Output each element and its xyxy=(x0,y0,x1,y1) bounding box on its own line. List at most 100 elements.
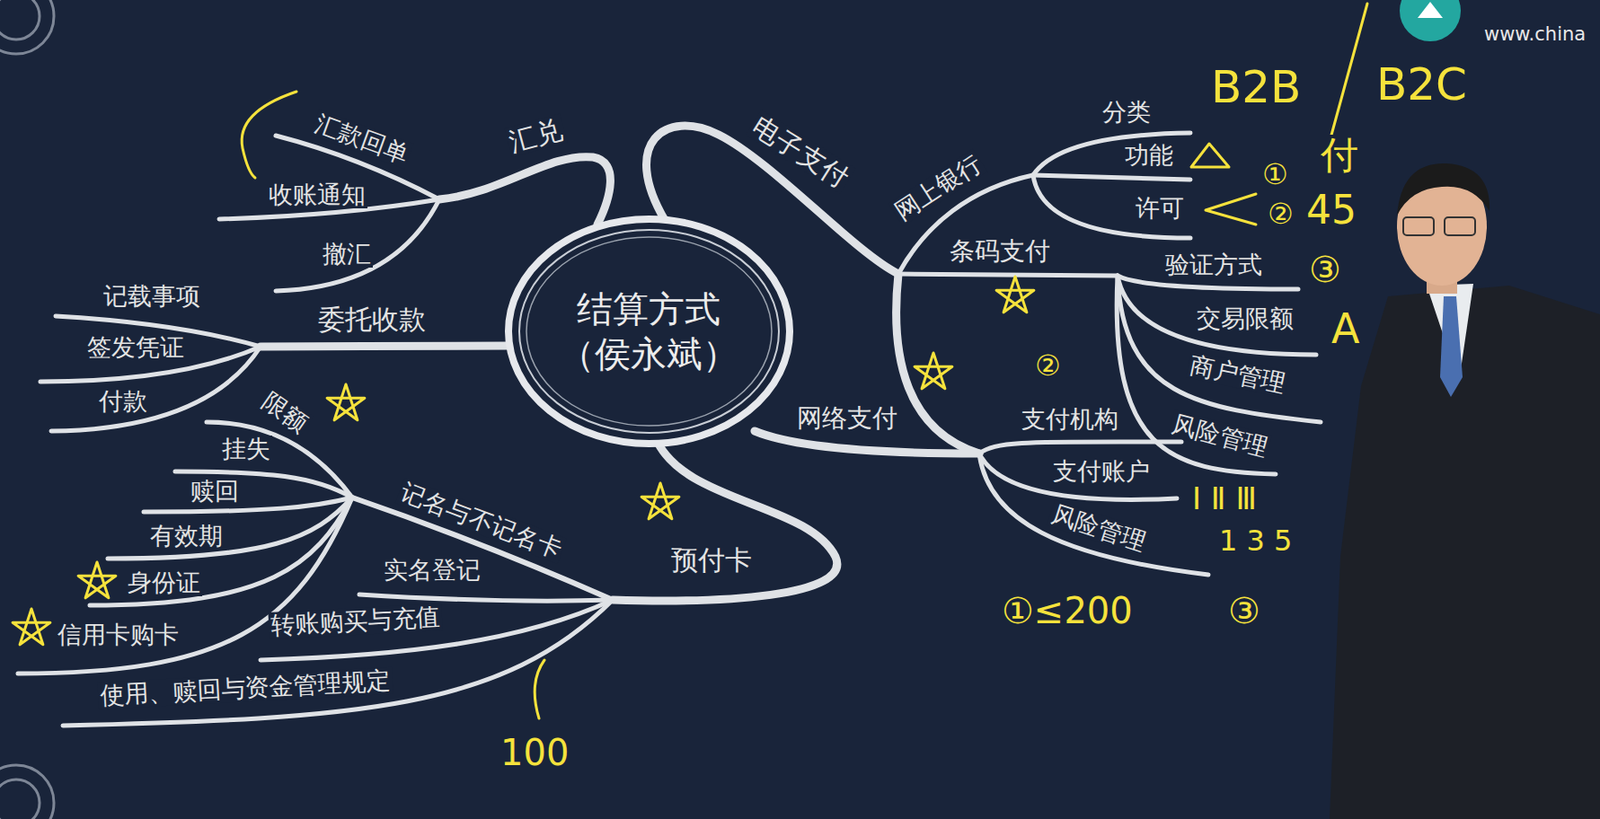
presenter-glasses xyxy=(1403,217,1434,236)
triangle-mark xyxy=(1191,143,1229,168)
star-mark xyxy=(78,562,116,599)
branch-line xyxy=(260,600,613,661)
branch-label: 委托收款 xyxy=(316,304,428,335)
branch-label: 赎回 xyxy=(188,477,241,505)
branch-label: 电子支付 xyxy=(745,109,857,195)
branch-line xyxy=(1117,275,1317,355)
star-mark xyxy=(327,384,365,421)
presenter-tie xyxy=(1440,296,1463,398)
handwritten-note: 付 xyxy=(1318,134,1361,177)
branch-line xyxy=(979,441,1182,454)
branch-label: 交易限额 xyxy=(1194,305,1296,333)
logo-mark xyxy=(1417,1,1443,18)
branch-label: 功能 xyxy=(1122,141,1176,169)
branch-label: 验证方式 xyxy=(1163,251,1265,279)
branch-label: 转账购买与充值 xyxy=(267,603,442,640)
handwritten-note: 100 xyxy=(498,733,571,773)
oval-ring xyxy=(526,237,772,426)
branch-label: 网络支付 xyxy=(795,405,900,434)
presenter-figure xyxy=(1329,163,1600,819)
handwritten-note: ①≤200 xyxy=(999,591,1135,631)
branch-label: 网上银行 xyxy=(888,149,988,227)
branch-label: 收账通知 xyxy=(266,181,368,209)
oval-ring xyxy=(508,219,790,444)
watermark: www.china xyxy=(1482,24,1588,45)
handwritten-note: 1 3 5 xyxy=(1217,525,1294,557)
branch-line xyxy=(275,199,440,292)
branch-label: 许可 xyxy=(1133,194,1186,222)
branch-line xyxy=(896,274,980,454)
branch-label: 身份证 xyxy=(125,569,203,597)
branch-label: 风险管理 xyxy=(1167,409,1273,462)
branch-line xyxy=(89,497,353,606)
branch-line xyxy=(979,453,1177,500)
branch-label: 分类 xyxy=(1100,98,1153,126)
branch-label: 挂失 xyxy=(220,435,273,463)
handwritten-note: ② xyxy=(1265,198,1296,230)
corner-ornament xyxy=(0,779,40,819)
branch-line xyxy=(439,157,610,225)
presenter-suit xyxy=(1329,285,1600,819)
handwritten-note: ② xyxy=(1033,350,1063,382)
slash-mark xyxy=(1327,3,1368,149)
star-mark xyxy=(641,483,680,520)
branch-line xyxy=(62,600,613,726)
branch-label: 撤汇 xyxy=(320,240,373,268)
branch-line xyxy=(143,497,353,513)
bracket-mark xyxy=(241,91,297,178)
branch-label: 汇款回单 xyxy=(309,109,414,169)
corner-ornaments xyxy=(0,0,54,819)
branch-line xyxy=(1033,132,1191,176)
branch-label: 付款 xyxy=(97,388,150,416)
branch-label: 使用、赎回与资金管理规定 xyxy=(97,667,393,710)
branch-label: 支付账户 xyxy=(1051,458,1152,486)
branch-label: 条码支付 xyxy=(947,238,1052,266)
branch-label: 支付机构 xyxy=(1019,406,1121,434)
presenter-glasses xyxy=(1444,217,1476,236)
handwritten-note: A xyxy=(1329,306,1362,353)
corner-ornament xyxy=(0,0,54,54)
branch-label: 实名登记 xyxy=(381,556,483,584)
corner-ornament xyxy=(0,0,40,40)
branch-label: 有效期 xyxy=(148,522,225,550)
arrow-mark xyxy=(534,660,545,719)
handwritten-note: ① xyxy=(1260,159,1291,191)
center-title: 结算方式 （侯永斌） xyxy=(556,286,742,377)
branch-line xyxy=(979,453,1209,575)
branch-label: 信用卡购卡 xyxy=(55,621,181,649)
branch-line xyxy=(612,438,838,602)
logo-circle xyxy=(1399,0,1461,42)
handwritten-note: B2C xyxy=(1374,60,1469,110)
handwriting-marks xyxy=(12,3,1368,719)
star-mark xyxy=(914,353,953,389)
sub-branches xyxy=(17,132,1321,726)
main-branches xyxy=(260,125,980,602)
branch-label: 签发凭证 xyxy=(85,334,186,362)
branch-label: 商户管理 xyxy=(1185,351,1291,398)
logo xyxy=(1399,0,1461,42)
branch-line xyxy=(260,345,509,347)
corner-ornament xyxy=(0,765,54,819)
less-than-mark xyxy=(1205,194,1256,225)
branch-label: 风险管理 xyxy=(1046,499,1151,557)
handwritten-note: ③ xyxy=(1226,591,1263,631)
branch-line xyxy=(1033,175,1191,239)
oval-ring xyxy=(519,229,779,434)
branch-line xyxy=(898,274,1118,276)
handwritten-note: B2B xyxy=(1209,62,1303,113)
handwritten-note: Ⅰ Ⅱ Ⅲ xyxy=(1190,482,1259,516)
star-mark xyxy=(996,276,1035,313)
presenter-hair xyxy=(1396,163,1490,216)
star-mark xyxy=(12,609,51,646)
center-oval: 结算方式 （侯永斌） xyxy=(503,213,796,450)
branch-line xyxy=(359,594,613,602)
branch-label: 记载事项 xyxy=(101,282,203,310)
branch-line xyxy=(1117,275,1321,423)
branch-label: 汇兑 xyxy=(503,114,567,158)
branch-label: 预付卡 xyxy=(669,545,754,575)
handwritten-note: 45 xyxy=(1304,188,1359,232)
branch-line xyxy=(17,497,353,674)
oval-outline xyxy=(503,213,796,450)
handwritten-note: ③ xyxy=(1307,249,1344,290)
